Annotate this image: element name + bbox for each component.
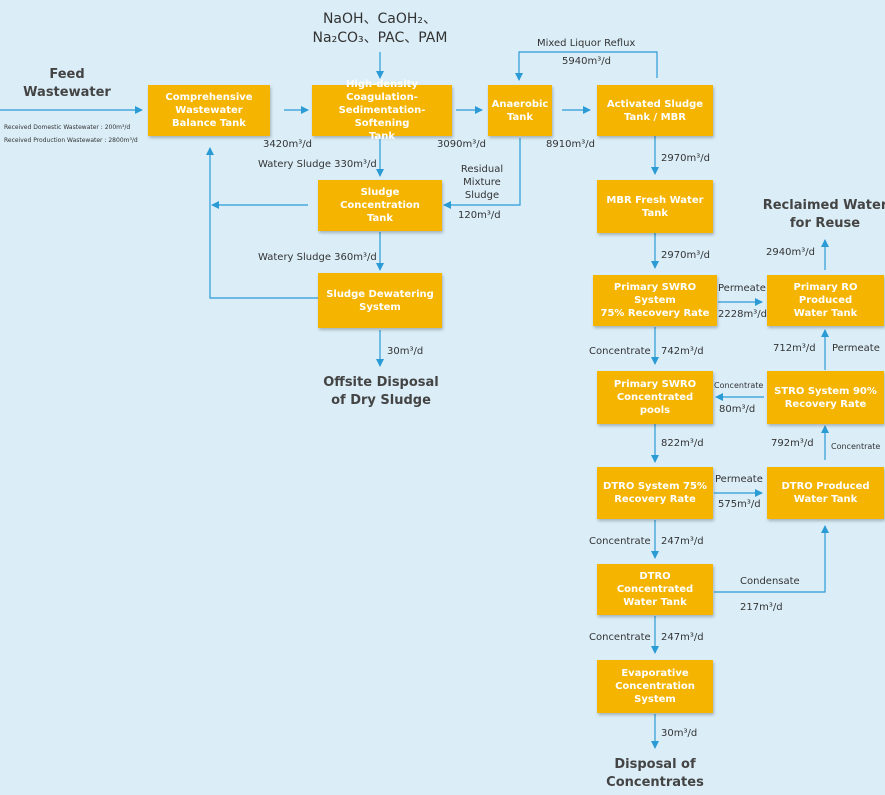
flow-247-a: 247m³/d (661, 536, 704, 547)
sludge-concentration-box: Sludge Concentration Tank (318, 180, 442, 231)
flow-80: 80m³/d (719, 404, 756, 415)
flow-30-concentrate: 30m³/d (661, 728, 698, 739)
condensate-label: Condensate (740, 576, 800, 587)
flow-2970-a: 2970m³/d (661, 153, 710, 164)
flow-247-b: 247m³/d (661, 632, 704, 643)
sludge-dewatering-box: Sludge Dewatering System (318, 273, 442, 328)
flow-2228: 2228m³/d (718, 309, 767, 320)
reclaimed-water-label: Reclaimed Water for Reuse (762, 198, 885, 231)
permeate-label-1: Permeate (718, 283, 766, 294)
permeate-label-2: Permeate (832, 343, 880, 354)
domestic-wastewater-note: Received Domestic Wastewater : 200m³/d (4, 124, 131, 131)
flow-792: 792m³/d (771, 438, 814, 449)
flow-30-sludge: 30m³/d (387, 346, 424, 357)
concentrate-label-small: Concentrate (714, 381, 764, 390)
flow-3090: 3090m³/d (437, 139, 486, 150)
permeate-label-3: Permeate (715, 474, 763, 485)
flow-8910: 8910m³/d (546, 139, 595, 150)
concentrate-label-4: Concentrate (589, 632, 651, 643)
anaerobic-tank-box: Anaerobic Tank (488, 85, 552, 136)
flow-120: 120m³/d (458, 210, 501, 221)
watery-sludge-330: Watery Sludge 330m³/d (258, 159, 377, 170)
flow-5940: 5940m³/d (562, 56, 611, 67)
flow-2940: 2940m³/d (766, 247, 815, 258)
dtro-concentrated-box: DTRO Concentrated Water Tank (597, 564, 713, 615)
flow-575: 575m³/d (718, 499, 761, 510)
flow-217: 217m³/d (740, 602, 783, 613)
concentrate-label-1: Concentrate (589, 346, 651, 357)
evaporative-system-box: Evaporative Concentration System (597, 660, 713, 713)
flow-742: 742m³/d (661, 346, 704, 357)
mixed-reflux-label: Mixed Liquor Reflux (537, 38, 636, 49)
flow-712: 712m³/d (773, 343, 816, 354)
dtro-produced-box: DTRO Produced Water Tank (767, 467, 884, 519)
mbr-fresh-water-box: MBR Fresh Water Tank (597, 180, 713, 233)
dtro-system-box: DTRO System 75% Recovery Rate (597, 467, 713, 519)
flow-2970-b: 2970m³/d (661, 250, 710, 261)
offsite-disposal-label: Offsite Disposal of Dry Sludge (323, 375, 439, 408)
chemicals-label: NaOH、CaOH₂、 Na₂CO₃、PAC、PAM (312, 11, 448, 46)
flow-3420: 3420m³/d (263, 139, 312, 150)
activated-sludge-box: Activated Sludge Tank / MBR (597, 85, 713, 136)
feed-wastewater-label: Feed Wastewater (23, 67, 111, 100)
disposal-concentrates-label: Disposal of Concentrates (606, 757, 704, 790)
balance-tank-box: Comprehensive Wastewater Balance Tank (148, 85, 270, 136)
watery-sludge-360: Watery Sludge 360m³/d (258, 252, 377, 263)
concentrate-label-3: Concentrate (589, 536, 651, 547)
ro-produced-tank-box: Primary RO Produced Water Tank (767, 275, 884, 326)
stro-system-box: STRO System 90% Recovery Rate (767, 371, 884, 424)
swro-concentrated-box: Primary SWRO Concentrated pools (597, 371, 713, 424)
residual-sludge-label: Residual Mixture Sludge (460, 164, 504, 201)
concentrate-label-2: Concentrate (831, 442, 881, 451)
flow-822: 822m³/d (661, 438, 704, 449)
coagulation-tank-box: High-density Coagulation- Sedimentation-… (312, 79, 452, 142)
production-wastewater-note: Received Production Wastewater : 2800m³/… (4, 137, 138, 144)
primary-swro-box: Primary SWRO System 75% Recovery Rate (593, 275, 717, 326)
